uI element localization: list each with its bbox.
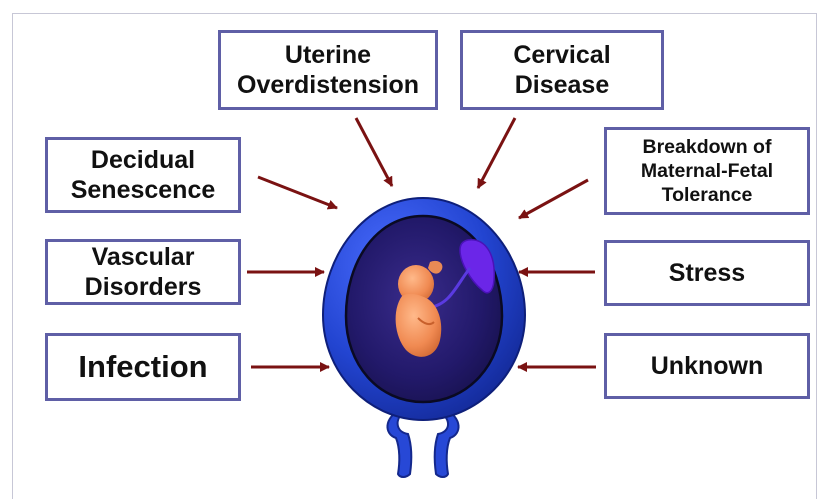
arrow-decidual-senescence [258, 177, 337, 208]
arrow-maternal-fetal-tolerance [519, 180, 588, 218]
arrow-uterine-overdistension [356, 118, 392, 186]
cause-label-infection: Infection [78, 349, 207, 385]
cause-label-stress: Stress [669, 258, 745, 288]
cause-label-uterine-overdistension: Uterine Overdistension [237, 40, 419, 100]
cause-label-unknown: Unknown [651, 351, 764, 381]
uterus-illustration [323, 198, 525, 477]
cause-box-maternal-fetal-tolerance: Breakdown of Maternal-Fetal Tolerance [604, 127, 810, 215]
cause-box-vascular-disorders: Vascular Disorders [45, 239, 241, 305]
cause-box-uterine-overdistension: Uterine Overdistension [218, 30, 438, 110]
cause-label-vascular-disorders: Vascular Disorders [85, 242, 202, 302]
cause-box-decidual-senescence: Decidual Senescence [45, 137, 241, 213]
cause-box-cervical-disease: Cervical Disease [460, 30, 664, 110]
arrow-cervical-disease [478, 118, 515, 188]
cause-box-stress: Stress [604, 240, 810, 306]
cause-box-unknown: Unknown [604, 333, 810, 399]
cause-label-cervical-disease: Cervical Disease [513, 40, 610, 100]
cause-label-maternal-fetal-tolerance: Breakdown of Maternal-Fetal Tolerance [641, 135, 773, 207]
cause-box-infection: Infection [45, 333, 241, 401]
cervix [387, 410, 411, 477]
cause-label-decidual-senescence: Decidual Senescence [71, 145, 216, 205]
